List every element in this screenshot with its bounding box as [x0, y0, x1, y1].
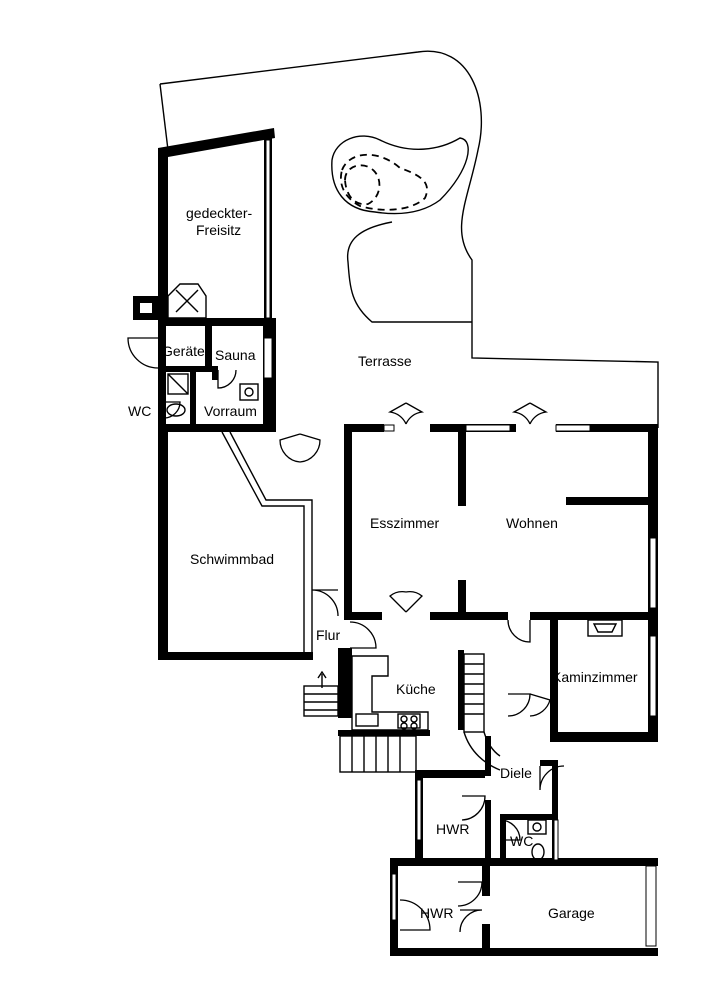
label-wc-top: WC — [128, 403, 151, 419]
label-vorraum: Vorraum — [204, 403, 257, 419]
label-freisitz-line2: Freisitz — [196, 222, 241, 238]
shower-icon — [167, 373, 189, 395]
label-terrasse: Terrasse — [358, 353, 412, 369]
garden-pond — [331, 135, 469, 215]
walls — [133, 128, 658, 956]
wc-lower-fixtures — [527, 819, 547, 861]
room-labels: gedeckter- Freisitz Geräte Sauna WC Vorr… — [128, 205, 638, 921]
stairs-spiral — [463, 653, 501, 771]
label-hwr-lower: HWR — [420, 905, 453, 921]
stairs-basement — [339, 735, 417, 773]
pool-ramp — [221, 431, 313, 652]
label-geraete: Geräte — [162, 343, 205, 359]
label-garage: Garage — [548, 905, 595, 921]
label-schwimmbad: Schwimmbad — [190, 551, 274, 567]
label-kueche: Küche — [396, 681, 436, 697]
kitchen-counter — [351, 655, 429, 731]
label-kaminzimmer: Kaminzimmer — [552, 669, 638, 685]
sink-icon — [239, 383, 259, 401]
label-sauna: Sauna — [215, 347, 256, 363]
label-esszimmer: Esszimmer — [370, 515, 440, 531]
fireplace-icon — [587, 619, 623, 637]
stairs-outside — [303, 670, 339, 717]
doors — [127, 337, 565, 933]
label-wc-lower: WC — [510, 833, 533, 849]
label-wohnen: Wohnen — [506, 515, 558, 531]
label-hwr-upper: HWR — [436, 821, 469, 837]
label-flur: Flur — [316, 627, 340, 643]
sauna-oven-icon — [167, 283, 207, 319]
windows — [263, 139, 657, 947]
terrace-outline — [159, 50, 659, 428]
label-diele: Diele — [500, 765, 532, 781]
label-freisitz-line1: gedeckter- — [186, 205, 252, 221]
toilet-icon — [166, 403, 186, 417]
